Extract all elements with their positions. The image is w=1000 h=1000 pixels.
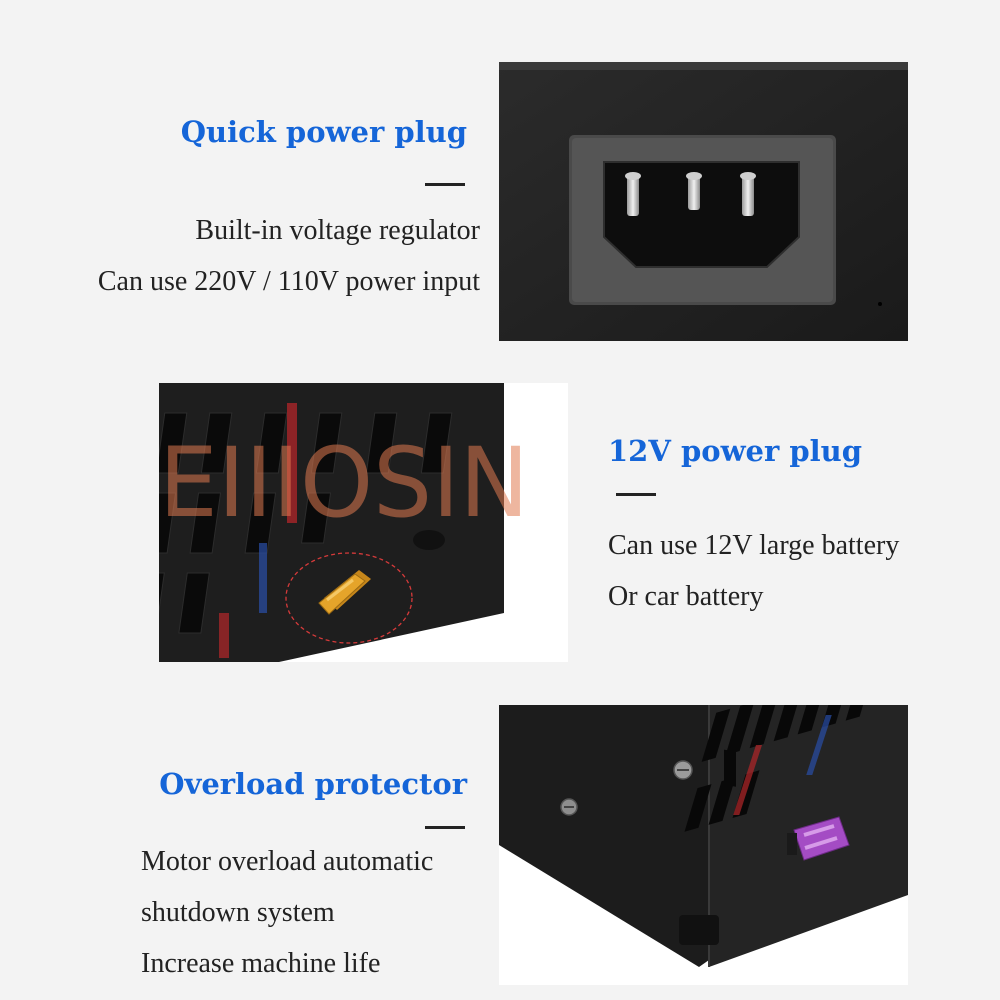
xt60-connector-photo: EIIIOSIN (159, 383, 568, 662)
section-1-divider (425, 183, 465, 186)
section-2-divider (616, 493, 656, 496)
xt60-connector-icon (318, 570, 371, 615)
section-1-line-1: Built-in voltage regulator (195, 215, 480, 246)
section-1-line-2: Can use 220V / 110V power input (97, 266, 480, 297)
section-3-divider (425, 826, 465, 829)
iec-power-socket-icon (569, 135, 836, 305)
section-3-title: Overload protector (159, 767, 467, 801)
section-2-title: 12V power plug (608, 434, 863, 468)
section-3-line-1: Motor overload automatic (141, 846, 434, 877)
watermark-text: EIIIOSIN (159, 427, 529, 539)
fuse-photo (499, 705, 908, 985)
blade-fuse-icon (787, 816, 850, 861)
section-2-line-2: Or car battery (608, 581, 764, 612)
section-3-line-3: Increase machine life (141, 948, 381, 979)
section-2-line-1: Can use 12V large battery (608, 530, 900, 561)
section-1-title: Quick power plug (180, 115, 467, 149)
power-socket-photo (499, 62, 908, 341)
section-3-line-2: shutdown system (141, 897, 335, 928)
screw-icon (560, 760, 693, 816)
